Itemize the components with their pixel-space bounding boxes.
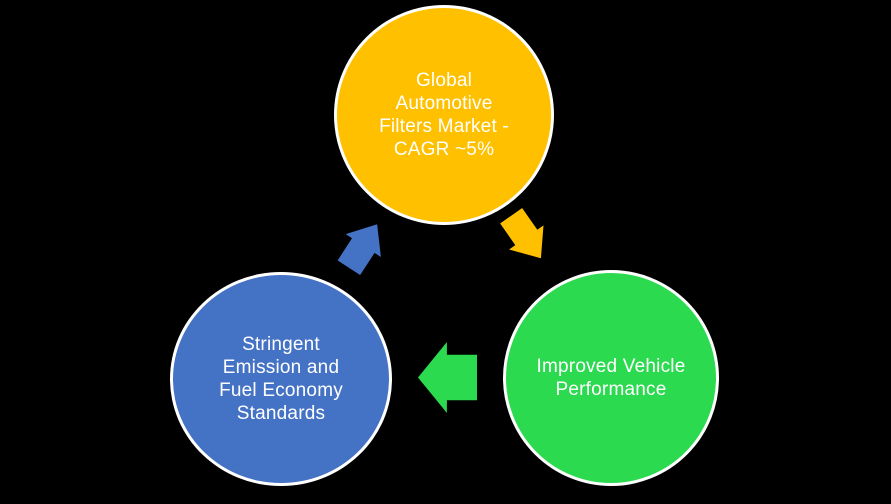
node-label-market: Global Automotive Filters Market - CAGR …	[379, 70, 509, 160]
arrow-market-to-performance-icon	[494, 204, 558, 271]
arrow-gold-shape	[500, 207, 544, 259]
arrow-green-shape	[418, 342, 477, 413]
node-stringent-emission-standards: Stringent Emission and Fuel Economy Stan…	[170, 272, 392, 486]
arrow-standards-to-market-icon	[331, 213, 395, 279]
node-global-automotive-filters-market: Global Automotive Filters Market - CAGR …	[334, 5, 554, 225]
node-label-performance: Improved Vehicle Performance	[536, 356, 686, 400]
arrow-blue-shape	[337, 224, 381, 276]
node-label-standards: Stringent Emission and Fuel Economy Stan…	[219, 334, 343, 424]
arrow-performance-to-standards-icon	[418, 342, 477, 413]
node-improved-vehicle-performance: Improved Vehicle Performance	[503, 270, 719, 486]
